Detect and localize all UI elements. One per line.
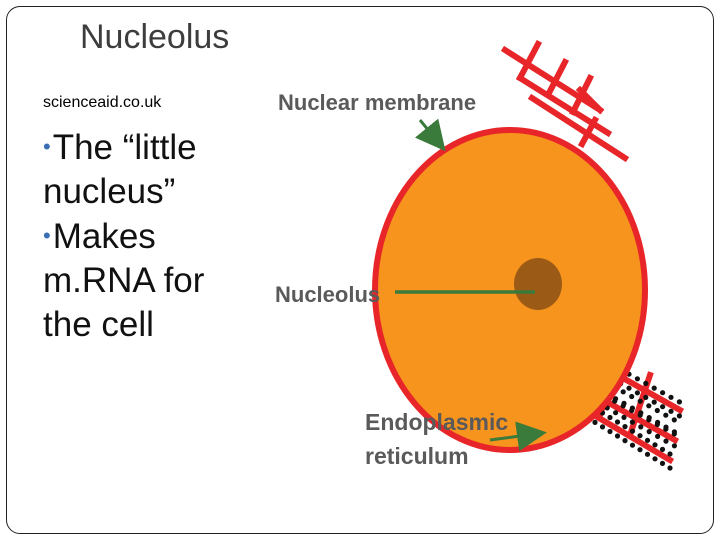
nucleus-diagram: Nuclear membrane Nucleolus Endoplasmic r… xyxy=(270,40,715,500)
nucleus-body xyxy=(375,130,645,450)
bullet-text: The “little xyxy=(53,128,197,167)
label-endoplasmic: Endoplasmic xyxy=(365,409,508,435)
source-credit: scienceaid.co.uk xyxy=(43,94,161,112)
bullet-list: •The “little nucleus” •Makes m.RNA for t… xyxy=(43,125,273,347)
bullet-text: Makes xyxy=(53,217,156,256)
bullet-text-continued: m.RNA for xyxy=(43,259,273,303)
bullet-item: •The “little xyxy=(43,125,273,170)
label-nucleolus: Nucleolus xyxy=(275,282,380,307)
bullet-marker: • xyxy=(43,134,51,159)
label-nuclear-membrane: Nuclear membrane xyxy=(278,90,476,115)
arrow-membrane xyxy=(420,120,438,142)
label-reticulum: reticulum xyxy=(365,443,469,469)
bullet-text-continued: the cell xyxy=(43,303,273,347)
nucleolus-shape xyxy=(514,258,562,310)
bullet-marker: • xyxy=(43,223,51,248)
bullet-item: •Makes xyxy=(43,214,273,259)
slide-title: Nucleolus xyxy=(80,18,229,57)
bullet-text-continued: nucleus” xyxy=(43,170,273,214)
